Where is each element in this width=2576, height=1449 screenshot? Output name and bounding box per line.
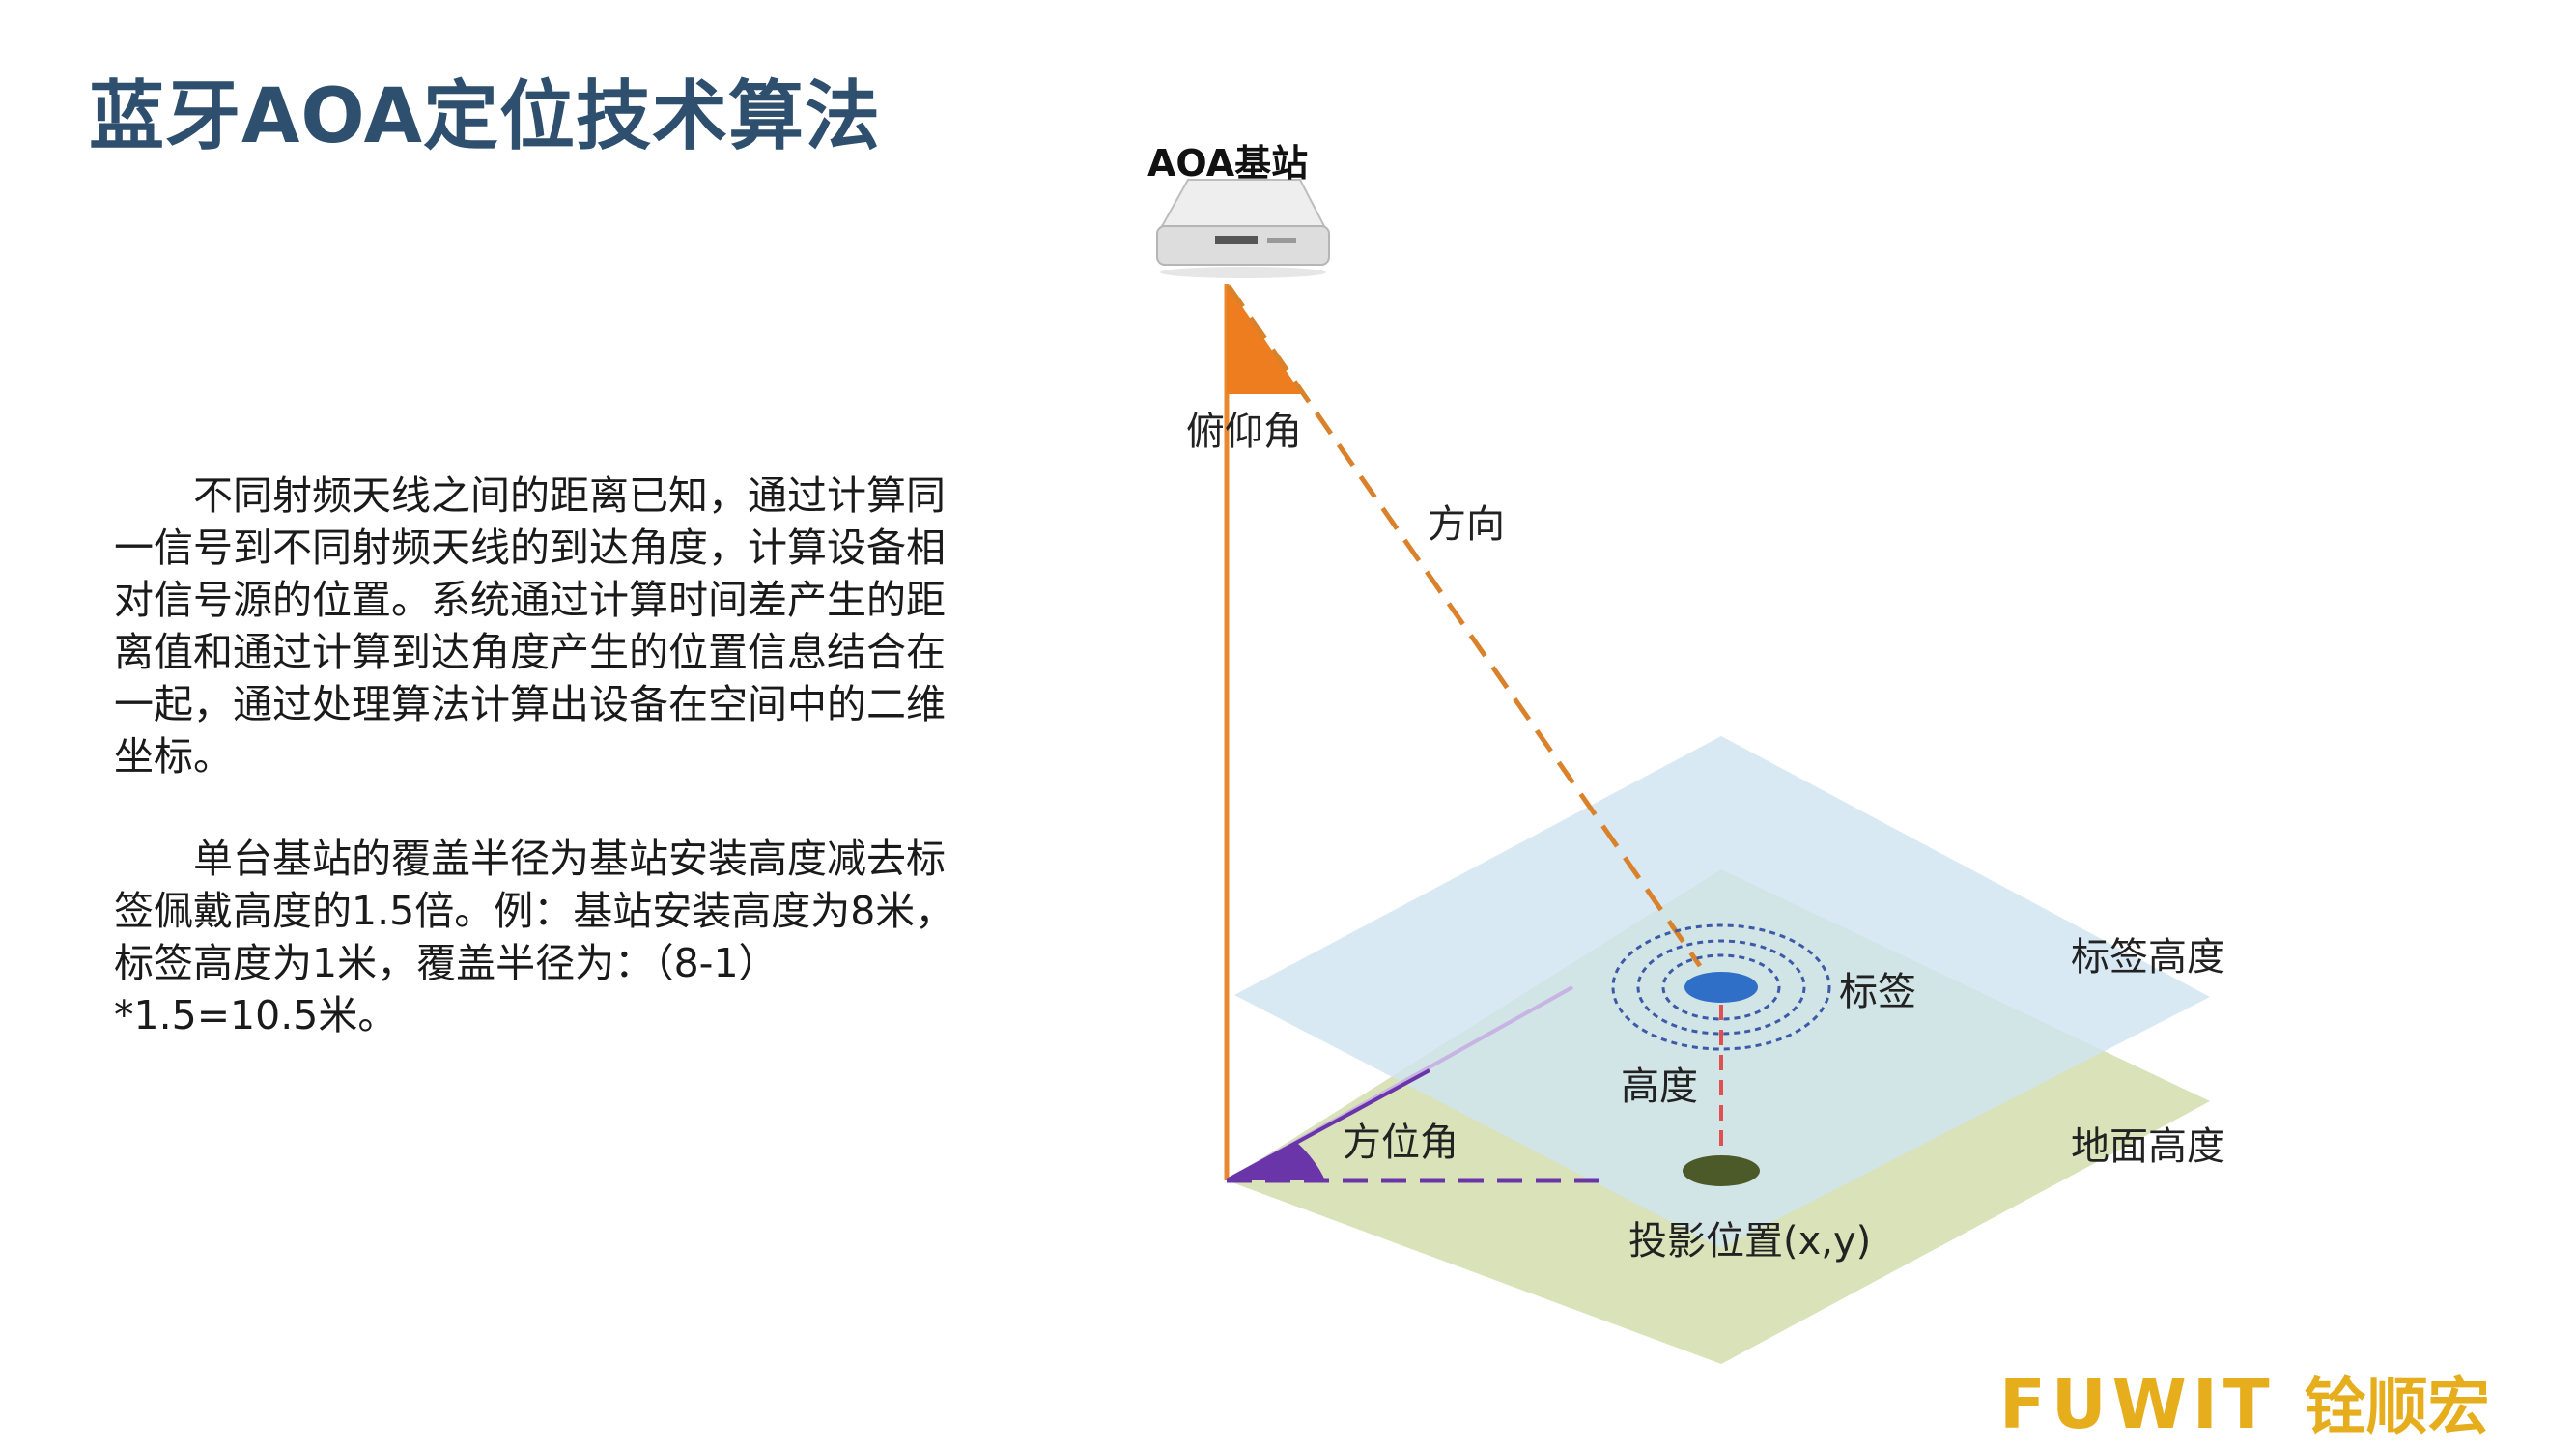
azimuth-angle-label: 方位角	[1343, 1121, 1458, 1165]
slide-title: 蓝牙AOA定位技术算法	[89, 73, 881, 160]
logo-english: FUWIT	[1999, 1365, 2276, 1444]
logo-chinese: 铨顺宏	[2304, 1372, 2490, 1443]
tag-height-plane-label: 标签高度	[2071, 935, 2225, 980]
elevation-angle-label: 俯仰角	[1186, 410, 1302, 454]
description-paragraph: 不同射频天线之间的距离已知，通过计算同一信号到不同射频天线的到达角度，计算设备相…	[114, 472, 946, 780]
station-label: AOA基站	[1147, 142, 1308, 185]
direction-line	[1226, 284, 1703, 968]
projection-label: 投影位置(x,y)	[1628, 1219, 1871, 1264]
company-logo: FUWIT 铨顺宏	[1999, 1357, 2490, 1444]
projection-marker	[1683, 1155, 1760, 1186]
aoa-station-icon	[1156, 179, 1330, 278]
coverage-paragraph: 单台基站的覆盖半径为基站安装高度减去标签佩戴高度的1.5倍。例：基站安装高度为8…	[114, 836, 955, 1038]
tag-signal-icon	[1611, 923, 1831, 1051]
ground-height-plane-label: 地面高度	[2071, 1124, 2225, 1169]
height-label: 高度	[1621, 1065, 1698, 1109]
direction-label: 方向	[1428, 502, 1505, 547]
tag-label: 标签	[1839, 970, 1916, 1014]
azimuth-angle-wedge	[1227, 1142, 1325, 1180]
